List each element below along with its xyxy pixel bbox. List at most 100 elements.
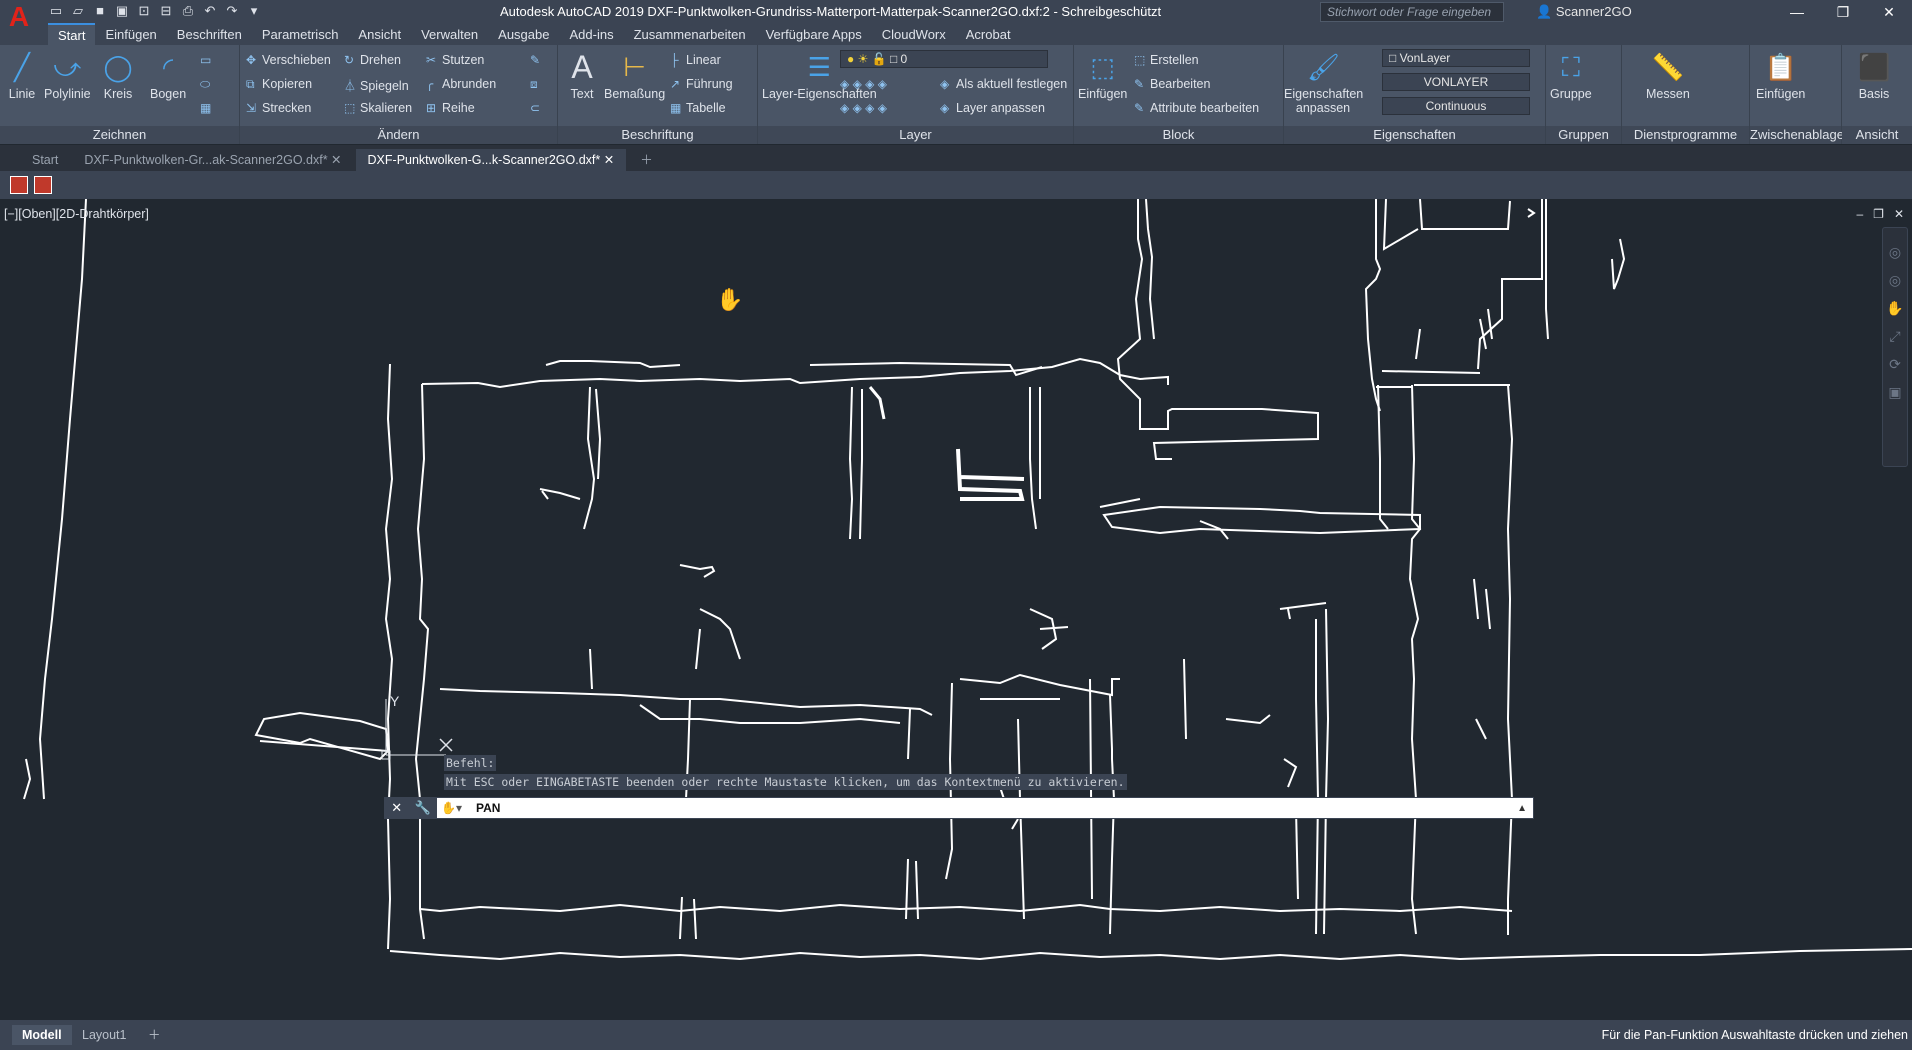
match-layer-tool[interactable]: ◈Layer anpassen xyxy=(940,101,1045,115)
plot-icon[interactable]: ⎙ xyxy=(182,3,194,18)
layer-dropdown[interactable]: ● ☀ 🔓 □ 0 xyxy=(840,50,1048,68)
circle-tool[interactable]: ◯Kreis xyxy=(102,51,134,101)
arc-tool[interactable]: ◜Bogen xyxy=(150,51,186,101)
line-tool[interactable]: ╱Linie xyxy=(6,51,38,101)
steering-wheel-icon[interactable]: ◎ xyxy=(1888,244,1902,260)
new-tab-button[interactable]: ＋ xyxy=(628,149,665,171)
wrench-icon[interactable]: 🔧 xyxy=(414,800,431,815)
tab-verfuegbare-apps[interactable]: Verfügbare Apps xyxy=(765,27,862,42)
linetype-dropdown[interactable]: Continuous xyxy=(1382,97,1530,115)
layer-tools-row1[interactable]: ◈ ◈ ◈ ◈ xyxy=(840,77,887,91)
undo-icon[interactable]: ↶ xyxy=(204,3,216,18)
web-save-icon[interactable]: ⊟ xyxy=(160,3,172,18)
trim-tool[interactable]: ✂Stutzen xyxy=(426,53,484,67)
group-tool[interactable]: ⛶Gruppe xyxy=(1550,51,1592,101)
tab-parametrisch[interactable]: Parametrisch xyxy=(261,27,339,42)
viewport-restore-icon[interactable]: ❐ xyxy=(1873,207,1884,221)
edit-attributes-tool[interactable]: ✎Attribute bearbeiten xyxy=(1134,101,1259,115)
erase-tool[interactable]: ✎ xyxy=(530,53,546,67)
panel-title-layer[interactable]: Layer xyxy=(758,126,1073,144)
doctab-file-2[interactable]: DXF-Punktwolken-G...k-Scanner2GO.dxf* ✕ xyxy=(355,149,627,171)
match-properties-tool[interactable]: 🖌Eigenschaften anpassen xyxy=(1284,51,1363,115)
doctab-file-1[interactable]: DXF-Punktwolken-Gr...ak-Scanner2GO.dxf* … xyxy=(72,149,353,171)
panel-title-zeichnen[interactable]: Zeichnen xyxy=(0,126,239,144)
panel-title-aendern[interactable]: Ändern xyxy=(240,126,557,144)
user-account[interactable]: 👤 Scanner2GO xyxy=(1536,4,1632,20)
tab-ausgabe[interactable]: Ausgabe xyxy=(498,27,550,42)
edit-block-tool[interactable]: ✎Bearbeiten xyxy=(1134,77,1210,91)
paste-tool[interactable]: 📋Einfügen xyxy=(1756,51,1805,101)
base-view-tool[interactable]: ⬛Basis xyxy=(1858,51,1890,101)
stretch-tool[interactable]: ⇲Strecken xyxy=(246,101,311,115)
ellipse-tool[interactable]: ⬭ xyxy=(200,77,216,92)
set-current-layer-tool[interactable]: ◈Als aktuell festlegen xyxy=(940,77,1067,91)
new-file-icon[interactable]: ▭ xyxy=(49,3,63,18)
hatch-tool[interactable]: ▦ xyxy=(200,101,216,115)
tab-zusammenarbeiten[interactable]: Zusammenarbeiten xyxy=(633,27,746,42)
explode-tool[interactable]: ⧈ xyxy=(530,77,546,92)
tab-cloudworx[interactable]: CloudWorx xyxy=(881,27,946,42)
panel-title-eigenschaften[interactable]: Eigenschaften xyxy=(1284,126,1545,144)
scale-tool[interactable]: ⬚Skalieren xyxy=(344,101,412,115)
add-layout-button[interactable]: ＋ xyxy=(138,1025,171,1045)
minimize-icon[interactable]: — xyxy=(1790,4,1804,20)
showmotion-icon[interactable]: ▣ xyxy=(1888,384,1902,400)
tab-einfuegen[interactable]: Einfügen xyxy=(105,27,157,42)
mirror-tool[interactable]: ⏃Spiegeln xyxy=(344,77,409,94)
save-icon[interactable]: ■ xyxy=(96,3,104,18)
steering-wheel-icon[interactable]: ◎ xyxy=(1888,272,1902,288)
insert-block-tool[interactable]: ⬚Einfügen xyxy=(1078,51,1127,101)
viewport-controls-label[interactable]: [−][Oben][2D-Drahtkörper] xyxy=(4,207,149,221)
drawing-viewport[interactable]: Y [−][Oben][2D-Drahtkörper] – ❐ ✕ ◎ ◎ ✋ … xyxy=(0,199,1912,1020)
help-search-input[interactable]: Stichwort oder Frage eingeben xyxy=(1320,2,1504,22)
pan-icon[interactable]: ✋ xyxy=(1886,300,1904,316)
pdf-export-icon[interactable] xyxy=(34,176,52,194)
doctab-start[interactable]: Start xyxy=(32,153,59,167)
tab-start[interactable]: Start xyxy=(48,23,96,46)
copy-tool[interactable]: ⧉Kopieren xyxy=(246,77,312,92)
panel-title-beschriftung[interactable]: Beschriftung xyxy=(558,126,757,144)
panel-title-block[interactable]: Block xyxy=(1074,126,1283,144)
create-block-tool[interactable]: ⬚Erstellen xyxy=(1134,53,1199,67)
restore-icon[interactable]: ❐ xyxy=(1836,4,1850,20)
leader-tool[interactable]: ↗Führung xyxy=(670,77,733,91)
open-file-icon[interactable]: ▱ xyxy=(73,3,83,18)
web-open-icon[interactable]: ⊡ xyxy=(138,3,150,18)
table-tool[interactable]: ▦Tabelle xyxy=(670,101,726,115)
panel-title-dienstprogramme[interactable]: Dienstprogramme xyxy=(1622,126,1749,144)
panel-title-gruppen[interactable]: Gruppen xyxy=(1546,126,1621,144)
rectangle-tool[interactable]: ▭ xyxy=(200,53,216,67)
tab-ansicht[interactable]: Ansicht xyxy=(358,27,402,42)
close-icon[interactable]: ✕ xyxy=(331,153,342,167)
command-input[interactable]: PAN xyxy=(475,801,501,815)
layer-tools-row2[interactable]: ◈ ◈ ◈ ◈ xyxy=(840,101,887,115)
tab-add-ins[interactable]: Add-ins xyxy=(569,27,614,42)
tab-beschriften[interactable]: Beschriften xyxy=(176,27,242,42)
redo-icon[interactable]: ↷ xyxy=(226,3,238,18)
offset-tool[interactable]: ⊂ xyxy=(530,101,546,115)
chevron-up-icon[interactable]: ▲ xyxy=(1517,802,1527,814)
panel-title-zwischenablage[interactable]: Zwischenablage xyxy=(1750,126,1844,144)
rotate-tool[interactable]: ↻Drehen xyxy=(344,53,401,67)
viewport-close-icon[interactable]: ✕ xyxy=(1893,207,1904,221)
tab-layout1[interactable]: Layout1 xyxy=(82,1028,127,1042)
panel-title-ansicht[interactable]: Ansicht xyxy=(1842,126,1912,144)
close-icon[interactable]: ✕ xyxy=(603,153,615,167)
polyline-tool[interactable]: ⤻Polylinie xyxy=(44,51,91,101)
orbit-icon[interactable]: ⟳ xyxy=(1889,356,1901,372)
close-icon[interactable]: ✕ xyxy=(1883,4,1895,20)
save-as-icon[interactable]: ▣ xyxy=(115,3,129,18)
pdf-icon[interactable] xyxy=(10,176,28,194)
qat-dropdown-icon[interactable]: ▾ xyxy=(250,3,258,18)
layer-properties-tool[interactable]: ☰Layer-Eigenschaften xyxy=(762,51,877,101)
dimension-tool[interactable]: ⊢Bemaßung xyxy=(604,51,665,101)
tab-verwalten[interactable]: Verwalten xyxy=(421,27,479,42)
autocad-logo[interactable]: A xyxy=(0,0,38,34)
viewport-minimize-icon[interactable]: – xyxy=(1856,207,1864,221)
lineweight-dropdown[interactable]: VONLAYER xyxy=(1382,73,1530,91)
color-dropdown[interactable]: □ VonLayer xyxy=(1382,49,1530,67)
zoom-extents-icon[interactable]: ⤢ xyxy=(1889,328,1901,344)
measure-tool[interactable]: 📏Messen xyxy=(1646,51,1690,101)
tab-acrobat[interactable]: Acrobat xyxy=(965,27,1011,42)
